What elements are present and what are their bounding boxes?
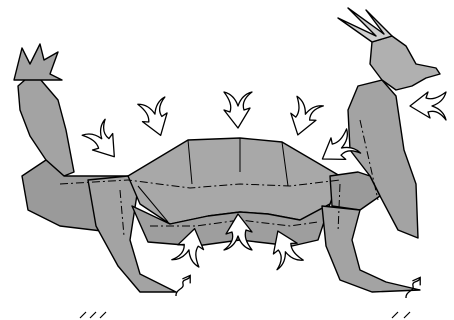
squiggle-arrow-hind [173, 273, 193, 299]
push-arrow-top-1 [82, 119, 126, 165]
push-arrow-top-4 [285, 96, 324, 139]
horns [338, 8, 392, 42]
tail-tip [14, 44, 62, 80]
push-arrow-top-3 [224, 92, 252, 128]
claw-marks [80, 312, 410, 318]
push-arrow-neck [410, 92, 446, 120]
body-arch [128, 138, 340, 224]
push-arrow-top-2 [138, 97, 174, 139]
